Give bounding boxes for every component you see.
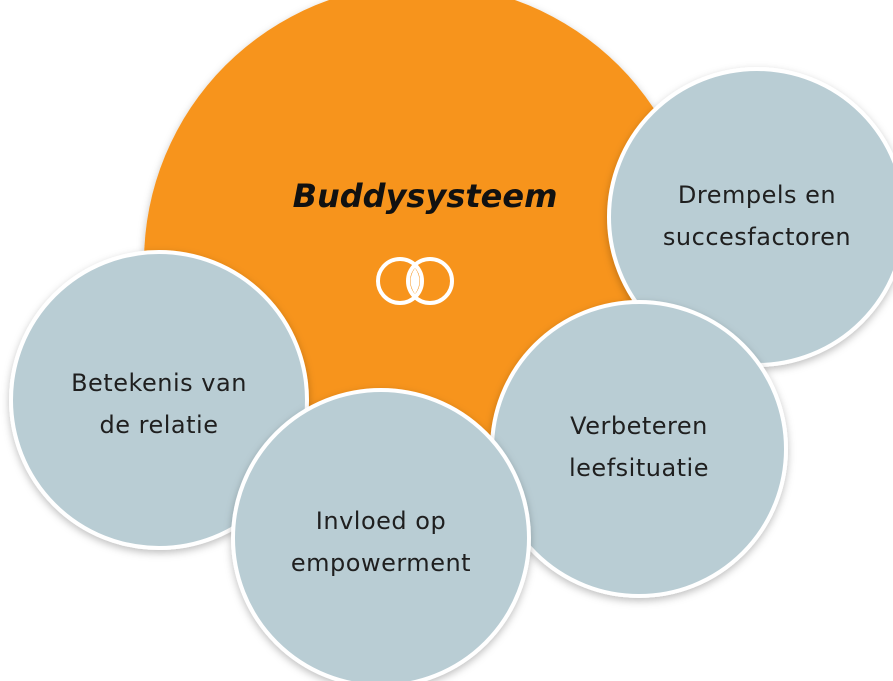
bubble-betekenis-label: Betekenis van de relatie	[19, 362, 299, 446]
bubble-empowerment-line-1: Invloed op	[315, 507, 447, 535]
bubble-leefsituatie-line-1: Verbeteren	[570, 412, 708, 440]
bubble-betekenis-line-2: de relatie	[99, 411, 219, 439]
bubble-leefsituatie-line-2: leefsituatie	[569, 454, 709, 482]
bubble-betekenis-circle	[9, 250, 309, 550]
bubble-drempels-line-1: Drempels en	[677, 181, 837, 209]
bubble-leefsituatie-label: Verbeteren leefsituatie	[499, 405, 779, 489]
bubble-betekenis-line-1: Betekenis van	[71, 369, 247, 397]
bubble-drempels-line-2: succesfactoren	[662, 223, 852, 251]
bubble-empowerment-circle	[231, 388, 531, 681]
bubble-drempels-label: Drempels en succesfactoren	[617, 174, 893, 258]
interlocking-rings-icon	[376, 257, 454, 305]
bubble-empowerment-label: Invloed op empowerment	[241, 500, 521, 584]
central-title: Buddysysteem	[292, 177, 558, 215]
bubble-empowerment-line-2: empowerment	[290, 549, 472, 577]
